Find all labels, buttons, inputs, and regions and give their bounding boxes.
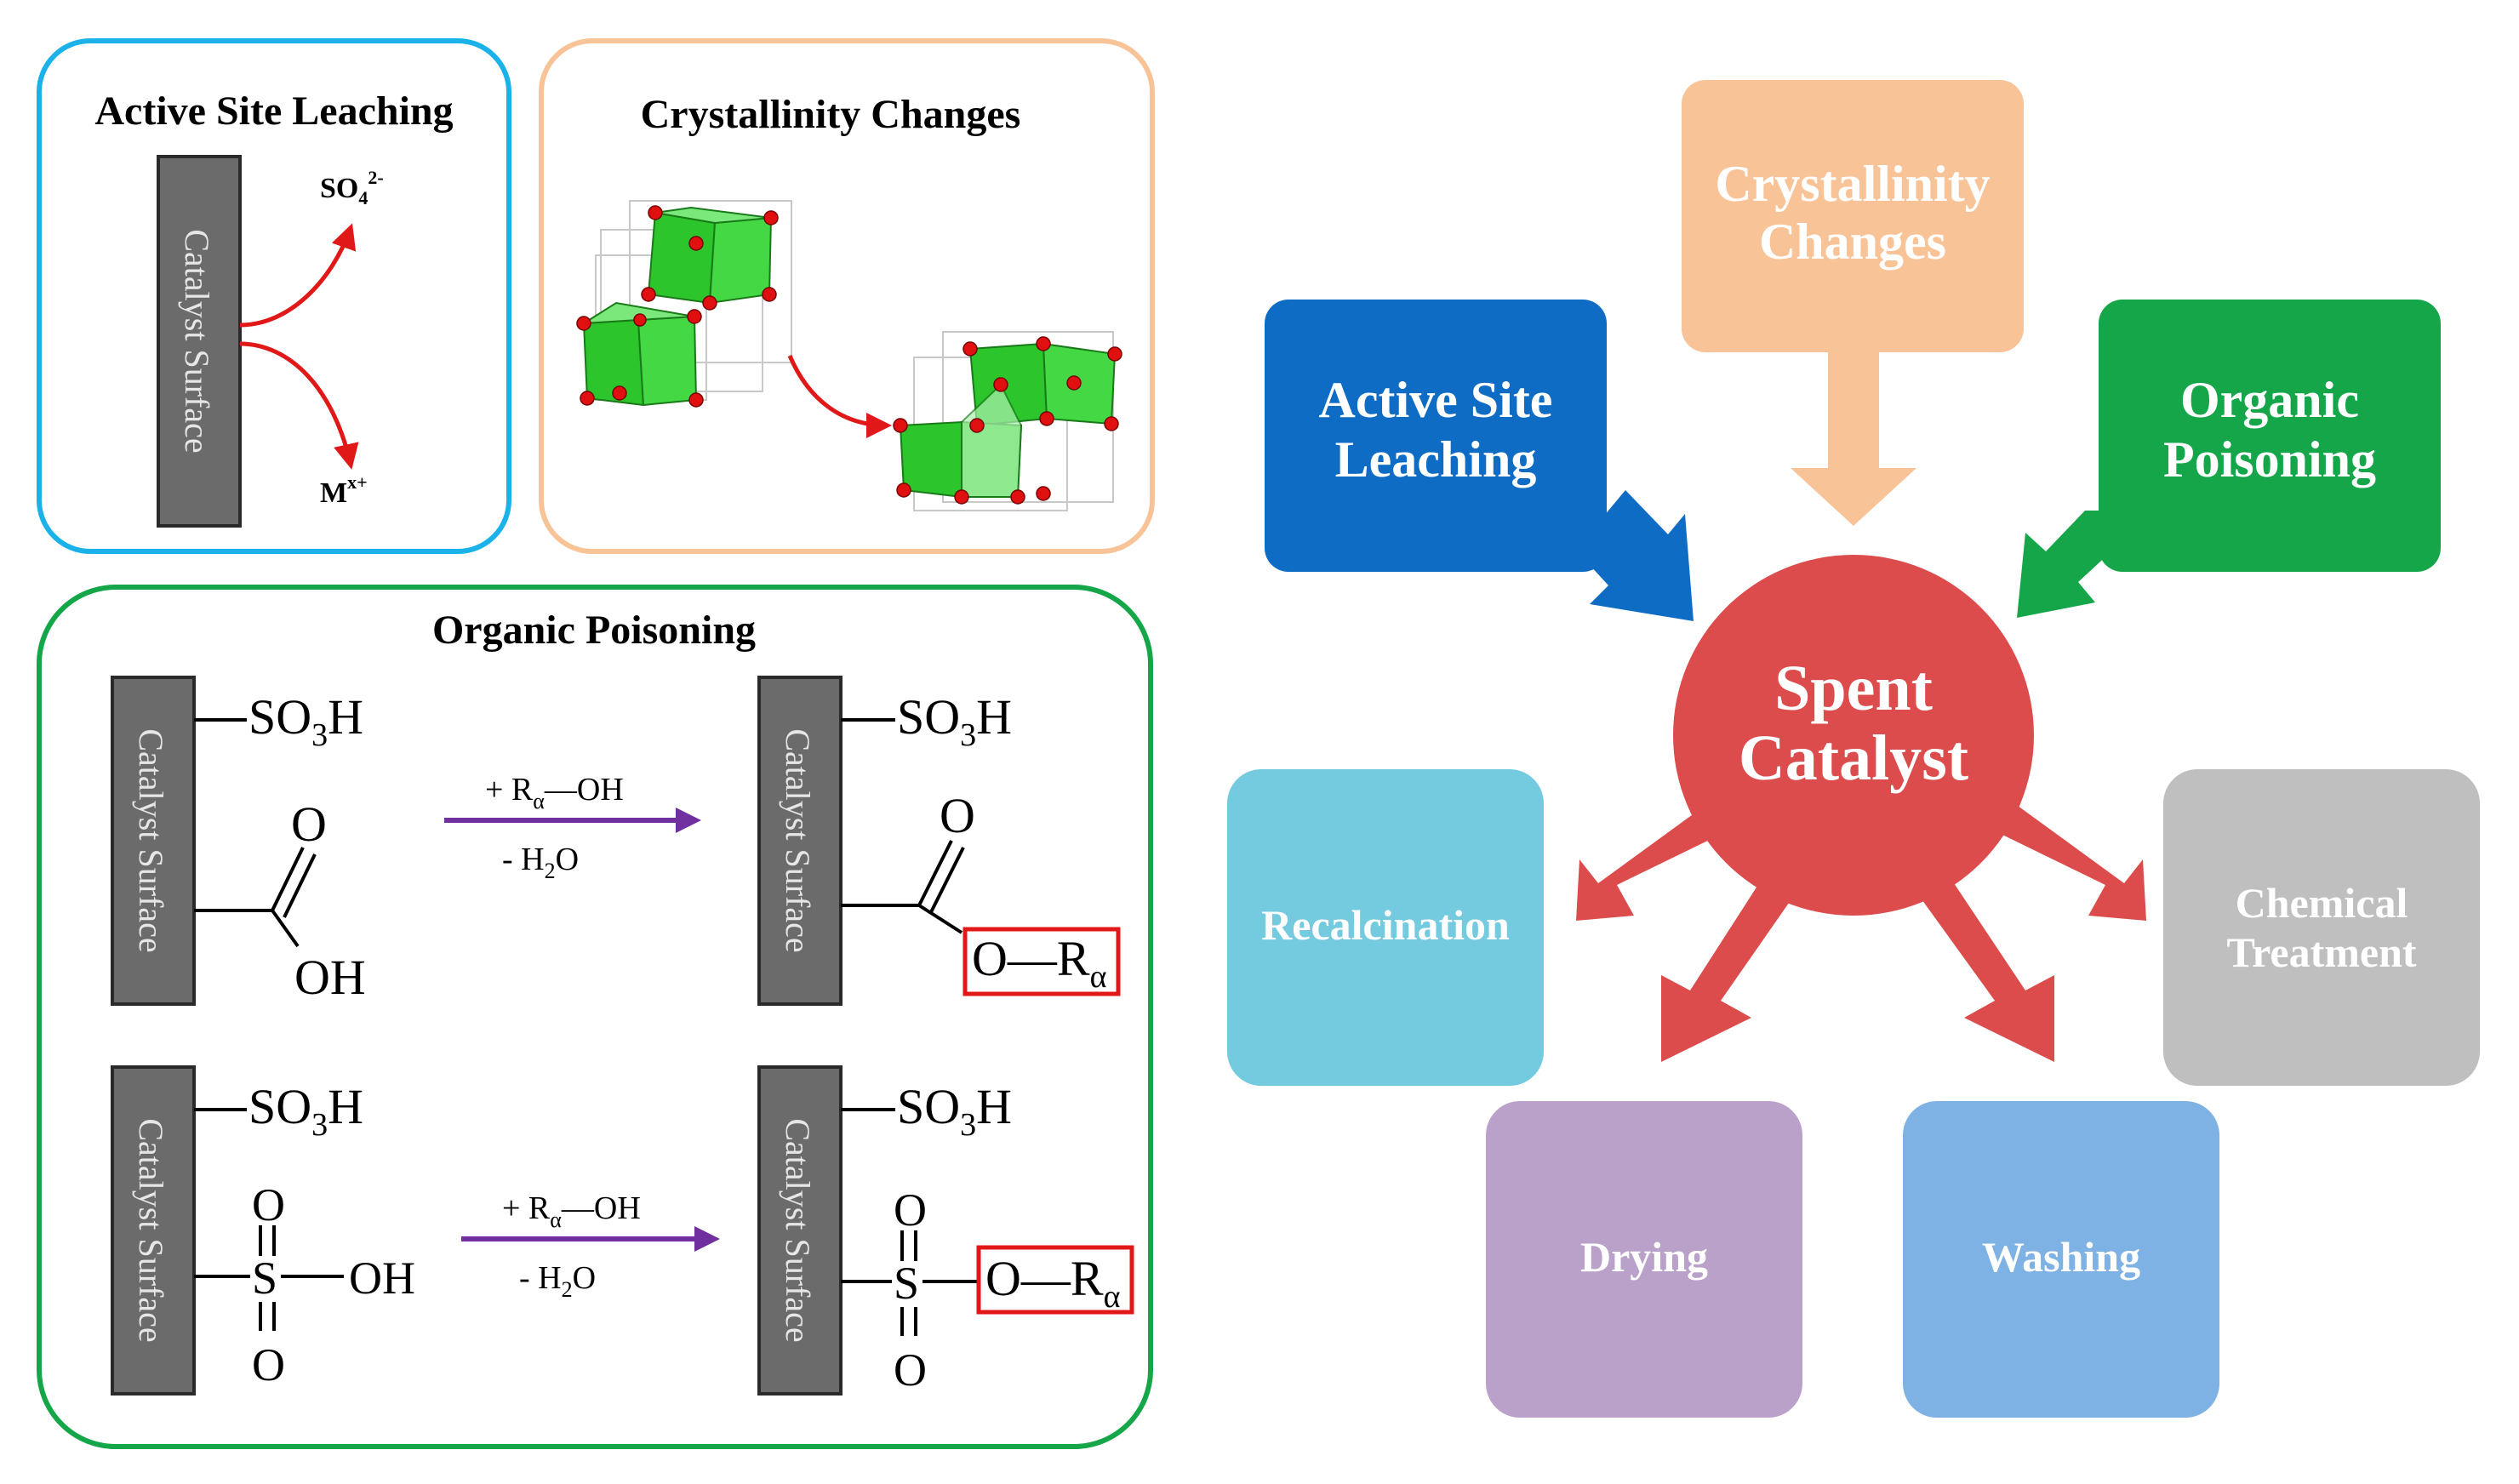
panel-title: Organic Poisoning [432, 608, 756, 653]
arrow-center-to-washing [1898, 848, 2054, 1062]
remedy-box-washing [1903, 1101, 2219, 1418]
remedy-label: Drying [1580, 1233, 1708, 1281]
reaction-sulfonic-reactant: Catalyst Surface SO3H S OH O O [111, 1065, 415, 1396]
remedy-box-drying [1486, 1101, 1802, 1418]
remedy-box-recalcination [1227, 769, 1544, 1086]
arrow-crystallinity-to-center [1791, 349, 1916, 526]
svg-text:Catalyst Surface: Catalyst Surface [779, 728, 817, 952]
transformation-arrow [787, 355, 892, 438]
cause-box-active-site-leaching [1265, 300, 1607, 572]
remedy-label: Recalcination [1261, 901, 1510, 949]
svg-text:O: O [894, 1344, 927, 1396]
sulfate-ion: SO42- [320, 167, 384, 208]
remedy-label-line1: Chemical [2236, 879, 2408, 927]
arrow-center-to-drying [1661, 848, 1814, 1062]
svg-text:SO3H: SO3H [248, 689, 363, 753]
svg-text:- H2O: - H2O [519, 1260, 596, 1302]
svg-text:SO3H: SO3H [248, 1079, 363, 1143]
catalyst-surface-label: Catalyst Surface [178, 229, 216, 453]
svg-text:O: O [252, 1179, 285, 1230]
panel-title: Crystallinity Changes [641, 92, 1021, 137]
catalyst-surface-bar [157, 155, 242, 528]
svg-text:OH: OH [349, 1253, 415, 1304]
svg-text:O: O [291, 796, 327, 852]
center-label-line2: Catalyst [1739, 722, 1968, 794]
panel-crystallinity-changes: Crystallinity Changes [539, 38, 1155, 554]
reaction-arrow-2: + Rα—OH - H2O [461, 1190, 720, 1302]
cause-label-line1: Crystallinity [1715, 156, 1990, 212]
cause-label-line1: Active Site [1319, 372, 1553, 428]
svg-text:O—Rα: O—Rα [985, 1251, 1121, 1315]
panel-title: Active Site Leaching [94, 88, 453, 134]
center-label-line1: Spent [1774, 653, 1933, 724]
crystal-structure-after [893, 331, 1122, 511]
svg-text:+ Rα—OH: + Rα—OH [502, 1190, 641, 1232]
ester-highlight-box [962, 927, 1121, 996]
cause-box-crystallinity-changes [1682, 80, 2024, 352]
cause-label-line2: Changes [1759, 214, 1946, 270]
cause-label-line1: Organic [2180, 372, 2359, 428]
cause-box-organic-poisoning [2099, 300, 2441, 572]
remedy-label: Washing [1982, 1233, 2140, 1281]
svg-text:OH: OH [294, 950, 366, 1005]
crystal-structure-before [576, 200, 792, 408]
reaction-carboxylic-reactant: Catalyst Surface SO3H O OH [111, 676, 366, 1006]
svg-text:S: S [252, 1253, 277, 1304]
reaction-carboxylic-product: Catalyst Surface SO3H O O—Rα [757, 676, 1121, 1006]
leaching-arrow-down [239, 341, 359, 470]
svg-text:SO3H: SO3H [897, 1079, 1012, 1143]
svg-text:+ Rα—OH: + Rα—OH [485, 772, 624, 813]
panel-active-site-leaching: Active Site Leaching Catalyst Surface SO… [37, 38, 511, 554]
reaction-arrow-1: + Rα—OH - H2O [444, 772, 701, 883]
svg-text:Catalyst Surface: Catalyst Surface [132, 728, 170, 952]
arrow-poisoning-to-center [2017, 511, 2122, 618]
leaching-arrow-up [239, 223, 357, 328]
remedy-label-line2: Treatment [2226, 928, 2416, 976]
svg-text:SO3H: SO3H [897, 689, 1012, 753]
metal-ion: Mx+ [320, 471, 368, 509]
deactivation-regeneration-flow: Active Site Leaching Crystallinity Chang… [1227, 80, 2480, 1418]
svg-text:O: O [252, 1339, 285, 1390]
svg-text:O—Rα: O—Rα [972, 931, 1107, 995]
remedy-box-chemical-treatment [2163, 769, 2480, 1086]
reaction-sulfonic-product: Catalyst Surface SO3H S O O O—Rα [757, 1065, 1134, 1396]
ester-highlight-box [976, 1245, 1134, 1315]
panel-border [37, 585, 1153, 1449]
svg-text:- H2O: - H2O [502, 842, 579, 883]
spent-catalyst-node [1673, 555, 2034, 916]
svg-text:O: O [940, 788, 975, 843]
cause-label-line2: Leaching [1335, 431, 1537, 488]
cause-label-line2: Poisoning [2163, 431, 2376, 488]
svg-text:O: O [894, 1184, 927, 1236]
svg-text:Catalyst Surface: Catalyst Surface [132, 1118, 170, 1342]
svg-text:Catalyst Surface: Catalyst Surface [779, 1118, 817, 1342]
panel-organic-poisoning: Organic Poisoning Catalyst Surface SO3H … [37, 585, 1153, 1449]
svg-text:S: S [894, 1258, 919, 1309]
